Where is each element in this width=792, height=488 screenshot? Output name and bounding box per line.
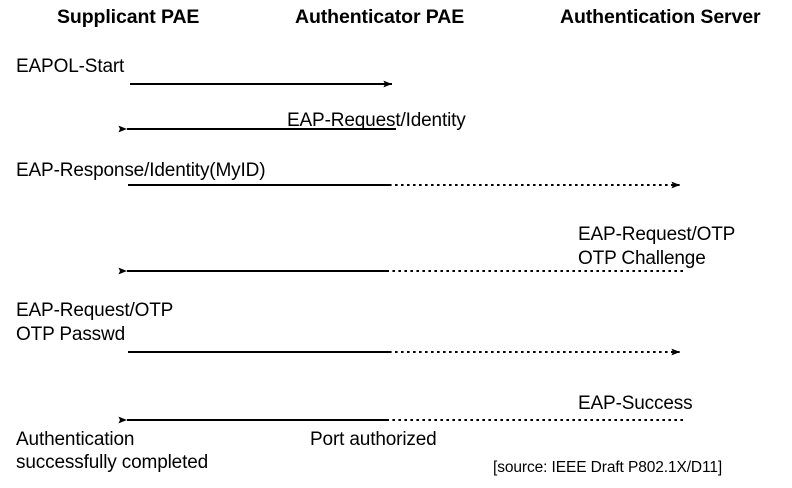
note-authentication-complete-line2: successfully completed	[16, 452, 209, 473]
column-header-supplicant-pae: Supplicant PAE	[57, 6, 200, 28]
column-header-authentication-server: Authentication Server	[560, 6, 761, 28]
message-label-eap-success: EAP-Success	[578, 393, 693, 414]
message-label-eap-request-identity: EAP-Request/Identity	[287, 110, 466, 131]
source-citation: [source: IEEE Draft P802.1X/D11]	[493, 459, 723, 476]
message-label-eap-request-otp-passwd-line2: OTP Passwd	[16, 324, 126, 345]
message-label-eap-request-otp-challenge-line1: EAP-Request/OTP	[578, 224, 736, 245]
message-label-port-authorized: Port authorized	[310, 429, 437, 450]
message-label-eap-request-otp-challenge-line2: OTP Challenge	[578, 248, 706, 269]
message-label-eapol-start: EAPOL-Start	[16, 56, 125, 77]
column-header-authenticator-pae: Authenticator PAE	[295, 6, 465, 28]
note-authentication-complete-line1: Authentication	[16, 429, 135, 450]
message-label-eap-response-identity: EAP-Response/Identity(MyID)	[16, 160, 266, 181]
message-label-eap-request-otp-passwd-line1: EAP-Request/OTP	[16, 300, 174, 321]
